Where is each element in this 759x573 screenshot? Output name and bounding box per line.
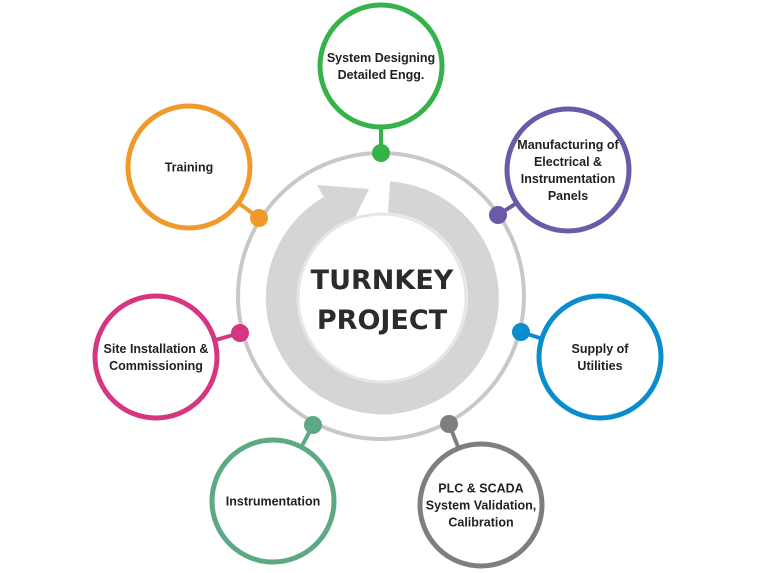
step-label-line: Detailed Engg.: [338, 68, 425, 82]
step-label-line: Site Installation &: [104, 342, 209, 356]
connector-dot: [250, 209, 268, 227]
step-label-line: System Validation,: [426, 499, 536, 513]
connector-dot: [489, 206, 507, 224]
connector-dot: [372, 144, 390, 162]
step-circle: [317, 2, 445, 130]
step-label-line: Training: [165, 161, 214, 175]
center-title-line2: PROJECT: [317, 305, 448, 336]
center-title-line1: TURNKEY: [311, 265, 454, 296]
step-circle: [125, 103, 253, 231]
step-label-line: Manufacturing of: [517, 138, 619, 152]
step-manufacturing-panels: Manufacturing of Electrical & Instrumentat…: [489, 106, 632, 234]
step-circle: [536, 293, 664, 421]
step-label-line: Commissioning: [109, 359, 203, 373]
step-label-line: Calibration: [448, 516, 513, 530]
cycle-arrow-icon: [265, 181, 499, 415]
step-label-line: System Designing: [327, 51, 435, 65]
step-circle: [92, 293, 220, 421]
step-plc-scada-validation: PLC & SCADA System Validation, Calibration: [417, 415, 545, 569]
step-site-installation: Site Installation & Commissioning: [92, 293, 249, 421]
step-instrumentation: Instrumentation: [209, 416, 337, 565]
step-training: Training: [125, 103, 268, 231]
step-label-line: Instrumentation: [226, 495, 320, 509]
step-label-line: Electrical &: [534, 155, 602, 169]
step-label-line: Utilities: [577, 359, 622, 373]
step-label-line: Supply of: [572, 342, 630, 356]
center-circle: [296, 212, 468, 384]
connector-dot: [512, 323, 530, 341]
connector-dot: [304, 416, 322, 434]
step-supply-utilities: Supply of Utilities: [512, 293, 664, 421]
step-label-line: Instrumentation: [521, 172, 615, 186]
step-circle: [209, 437, 337, 565]
step-label-line: Panels: [548, 189, 588, 203]
step-label-line: PLC & SCADA: [438, 482, 523, 496]
connector-dot: [231, 324, 249, 342]
step-circle: [504, 106, 632, 234]
connector-dot: [440, 415, 458, 433]
step-circle: [417, 441, 545, 569]
